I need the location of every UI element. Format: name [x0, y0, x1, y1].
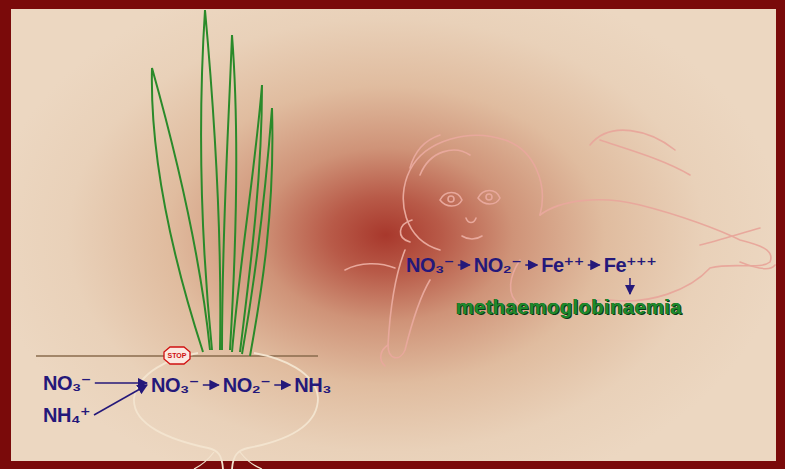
reaction-arrow — [525, 264, 537, 266]
formula-text: NO₂⁻ — [474, 254, 521, 276]
formula-text: NO₃⁻ — [406, 254, 454, 276]
nitrite-ion: NO₂⁻ — [222, 374, 271, 396]
nitrate-ion: NO₃⁻ — [405, 254, 455, 276]
reaction-arrow — [458, 264, 470, 266]
condition-name: methaemoglobinaemia — [455, 296, 683, 318]
nitrate-ion: NO₃⁻ — [150, 374, 200, 396]
stop-sign-label: STOP — [168, 352, 187, 360]
formula-text: Fe⁺⁺⁺ — [604, 254, 657, 276]
formula-text: NO₃⁻ — [151, 374, 199, 396]
reaction-arrow — [629, 278, 631, 294]
reaction-arrow — [95, 382, 147, 384]
reaction-arrow — [274, 384, 290, 386]
reaction-arrow — [94, 385, 147, 415]
background — [11, 9, 776, 461]
nitrite-ion: NO₂⁻ — [473, 254, 522, 276]
reaction-arrow — [203, 384, 219, 386]
formula-text: Fe⁺⁺ — [541, 254, 583, 276]
formula-text: NO₃⁻ — [43, 372, 91, 394]
formula-text: methaemoglobinaemia — [456, 296, 682, 318]
formula-text: NO₂⁻ — [223, 374, 270, 396]
formula-text: NH₄⁺ — [43, 404, 90, 426]
ferrous-iron: Fe⁺⁺ — [540, 254, 584, 276]
ammonium-ion: NH₄⁺ — [42, 404, 91, 426]
reaction-arrow — [588, 264, 600, 266]
ammonia: NH₃ — [293, 374, 332, 396]
nitrate-ion: NO₃⁻ — [42, 372, 92, 394]
formula-text: NH₃ — [294, 374, 331, 396]
ferric-iron: Fe⁺⁺⁺ — [603, 254, 658, 276]
